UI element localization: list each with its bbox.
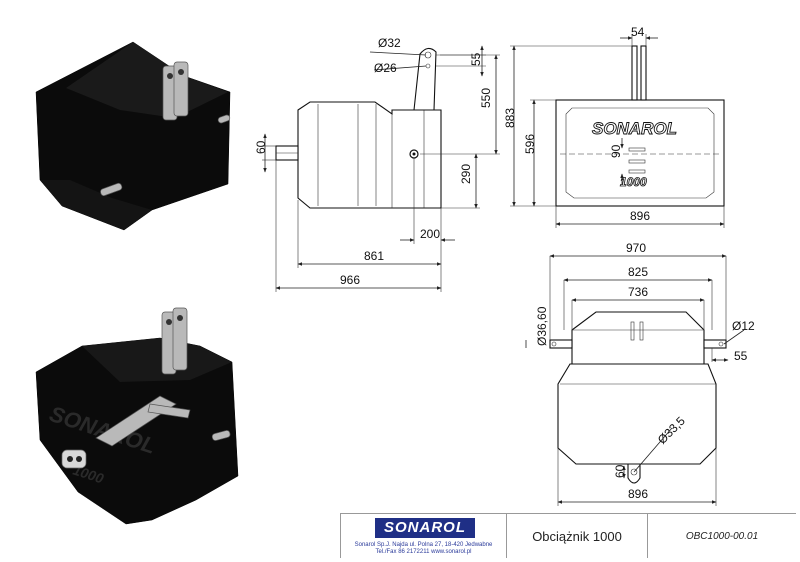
dim-top-896: 896: [630, 209, 650, 223]
top-view-body: [555, 99, 725, 207]
company-cell: SONAROL Sonarol Sp.J. Najda ul. Polna 27…: [341, 514, 507, 558]
company-phone: Tel./Fax 86 2172211 www.sonarol.pl: [375, 549, 472, 555]
dim-pin-60: 60: [254, 140, 268, 154]
render-pin-1: [217, 114, 231, 124]
side-view-bracket: [413, 47, 437, 111]
drawing-code: OBC1000-00.01: [685, 530, 759, 542]
render-pin-2: [100, 182, 123, 197]
top-view-tab-left: [631, 45, 638, 101]
dim-hole-32: Ø32: [378, 36, 401, 50]
dim-bracket-55: 55: [469, 52, 483, 66]
dim-axle-200: 200: [420, 227, 440, 241]
dim-hitch-60: 60: [613, 464, 627, 478]
dim-upper-825: 825: [628, 265, 648, 279]
top-view-brand: SONAROL: [592, 119, 677, 138]
dim-hole-26: Ø26: [374, 61, 397, 75]
dim-overall-966: 966: [340, 273, 360, 287]
top-view: SONAROL 1000 54 883 596 90 896: [503, 25, 725, 228]
front-view-pin-left: [549, 339, 573, 349]
render-hitch-plate: [61, 449, 87, 469]
render-bracket-1: [162, 61, 189, 121]
dim-body-596: 596: [523, 134, 537, 154]
render-top-left: [35, 41, 231, 231]
dim-pin-970: 970: [626, 241, 646, 255]
render-axle: [147, 403, 191, 419]
top-view-tab-right: [640, 45, 647, 101]
drawing-title: Obciążnik 1000: [507, 514, 648, 558]
dim-pin-hole-12: Ø12: [732, 319, 755, 333]
render-pin-3: [211, 430, 231, 441]
front-view: 970 825 736 Ø36,60 Ø12 55 Ø33,5 60 896: [525, 241, 755, 506]
dim-pin-55: 55: [734, 349, 748, 363]
side-view-body: [297, 101, 442, 209]
dim-top-736: 736: [628, 285, 648, 299]
dim-height-883: 883: [503, 108, 517, 128]
side-view: Ø32 Ø26 55 550 290 60 200 861: [254, 36, 500, 292]
dim-slot-90: 90: [609, 144, 623, 158]
dim-bracket-54: 54: [631, 25, 645, 39]
dim-pin-diameters: Ø36,60: [535, 306, 549, 346]
front-view-upper: [571, 311, 705, 365]
front-view-hitch-hole: [630, 468, 638, 476]
front-view-pin-right: [703, 339, 727, 349]
render-bottom-left: SONAROL 1000: [35, 307, 239, 525]
company-logo: SONAROL: [375, 518, 475, 538]
dim-bottom-896: 896: [628, 487, 648, 501]
front-view-lower: [557, 363, 717, 465]
render-bracket-2: [161, 307, 188, 375]
dim-top-550: 550: [479, 88, 493, 108]
top-view-model: 1000: [620, 175, 647, 189]
company-address: Sonarol Sp.J. Najda ul. Polna 27, 18-420…: [354, 542, 493, 548]
dim-body-861: 861: [364, 249, 384, 263]
title-block: SONAROL Sonarol Sp.J. Najda ul. Polna 27…: [340, 513, 796, 558]
dim-axle-290: 290: [459, 164, 473, 184]
